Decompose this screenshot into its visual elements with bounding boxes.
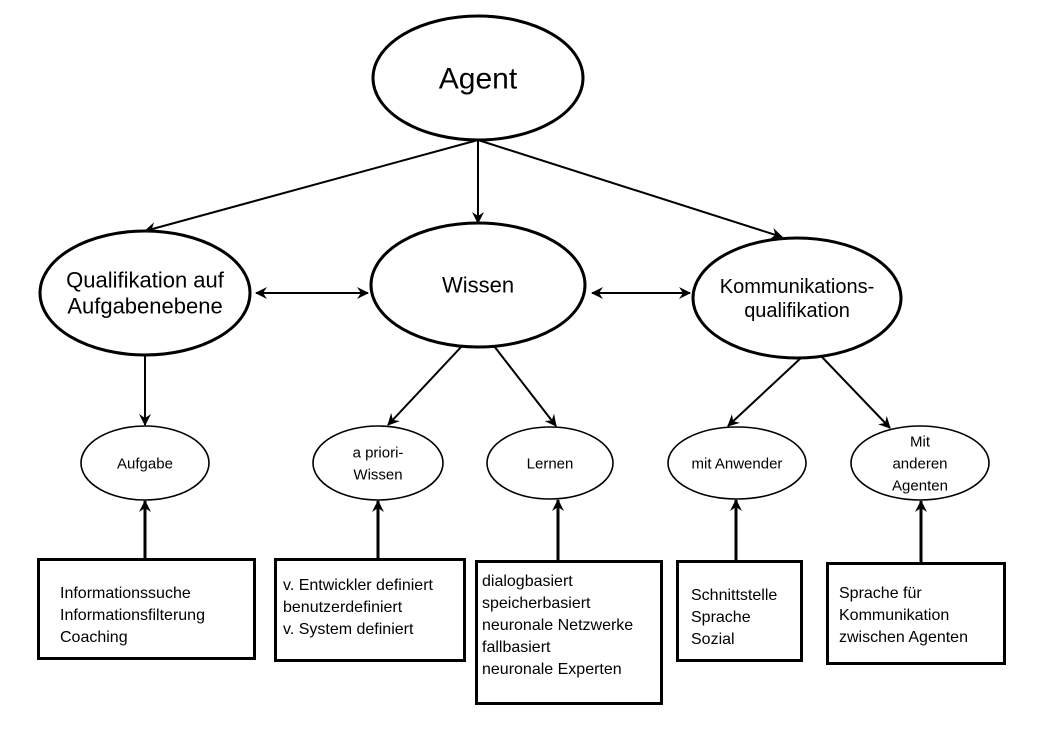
node-label: Agent <box>439 63 518 96</box>
node-ellipse <box>691 236 903 360</box>
node-label: Kommunikations- <box>720 276 875 298</box>
box-line: zwischen Agenten <box>839 629 968 646</box>
arrow-agent-kommunikation <box>477 139 783 240</box>
box-line: neuronale Experten <box>482 661 622 678</box>
node-label: Wissen <box>442 273 514 298</box>
node-ellipse <box>312 425 444 501</box>
box-line: Schnittstelle <box>691 587 778 604</box>
node-ellipse <box>850 425 990 501</box>
node-label: mit Anwender <box>692 455 783 472</box>
node-label: a priori- <box>353 444 404 461</box>
node-kommunikation: Kommunikations-qualifikation <box>691 236 903 360</box>
node-ellipse <box>667 426 807 500</box>
node-label: Lernen <box>527 455 574 472</box>
box-line: Informationsfilterung <box>60 607 205 624</box>
box-line: dialogbasiert <box>482 573 573 590</box>
box-line: Sprache <box>691 609 751 626</box>
box-lernen: dialogbasiert speicherbasiert neuronale Ne… <box>475 560 663 705</box>
box-line: benutzerdefiniert <box>283 599 403 616</box>
node-label: Mit <box>910 433 931 450</box>
node-label: anderen <box>892 455 947 472</box>
arrow-kommunikation-anwender <box>727 356 803 427</box>
box-line: Coaching <box>60 629 128 646</box>
box-line: v. Entwickler definiert <box>283 577 433 594</box>
node-wissen: Wissen <box>369 221 587 349</box>
node-lernen: Lernen <box>486 426 614 500</box>
node-aufgabe: Aufgabe <box>80 425 210 501</box>
arrow-wissen-apriori <box>387 345 463 426</box>
box-line: speicherbasiert <box>482 595 591 612</box>
arrow-agent-qualifikation <box>144 139 479 234</box>
node-label: Agenten <box>892 477 948 494</box>
node-ellipse <box>486 426 614 500</box>
box-apriori: v. Entwickler definiert benutzerdefiniert… <box>274 558 466 662</box>
box-line: fallbasiert <box>482 639 551 656</box>
node-label: Aufgabenebene <box>67 294 222 319</box>
box-line: Informationssuche <box>60 585 191 602</box>
node-ellipse <box>80 425 210 501</box>
box-line: Sozial <box>691 631 735 648</box>
arrow-kommunikation-agenten <box>821 356 891 429</box>
node-apriori: a priori- Wissen <box>312 425 444 501</box>
node-ellipse <box>371 14 585 142</box>
box-line: v. System definiert <box>283 621 414 638</box>
node-label: Wissen <box>353 466 402 483</box>
node-anwender: mit Anwender <box>667 426 807 500</box>
node-label: qualifikation <box>744 300 850 322</box>
arrow-wissen-lernen <box>493 345 557 427</box>
node-ellipse <box>38 229 252 357</box>
node-label: Qualifikation auf <box>66 268 225 293</box>
box-line: Kommunikation <box>839 607 950 624</box>
box-line: Sprache für <box>839 585 922 602</box>
node-ellipse <box>369 221 587 349</box>
node-label: Aufgabe <box>117 455 173 472</box>
node-agent: Agent <box>371 14 585 142</box>
box-line: neuronale Netzwerke <box>482 617 634 634</box>
